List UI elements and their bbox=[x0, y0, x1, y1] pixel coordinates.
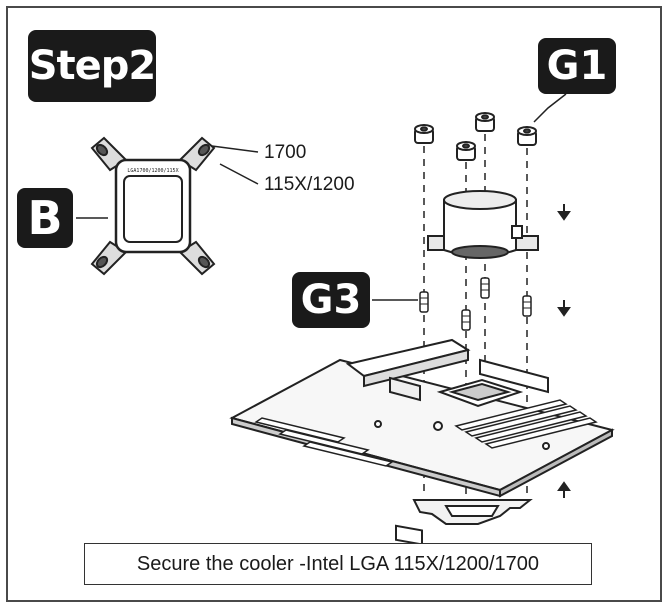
bracket-engraving: LGA1700/1200/115X bbox=[127, 168, 178, 174]
leader-115x bbox=[219, 163, 259, 185]
step-label: Step2 bbox=[28, 30, 156, 102]
arrow-up-icon bbox=[557, 481, 571, 498]
g3-standoffs bbox=[419, 277, 532, 331]
leader-1700 bbox=[211, 145, 259, 153]
nut bbox=[414, 124, 434, 144]
callout-b: B bbox=[17, 188, 73, 248]
motherboard bbox=[229, 338, 615, 546]
label-1700: 1700 bbox=[264, 142, 307, 163]
leader-g1 bbox=[533, 93, 567, 123]
nut bbox=[475, 112, 495, 132]
instruction-caption: Secure the cooler -Intel LGA 115X/1200/1… bbox=[84, 543, 592, 585]
callout-g1: G1 bbox=[538, 38, 616, 94]
arrow-down-icon bbox=[557, 300, 571, 317]
pump-head bbox=[427, 190, 539, 259]
label-115x-1200: 115X/1200 bbox=[264, 174, 355, 195]
nut bbox=[456, 141, 476, 161]
callout-g3: G3 bbox=[292, 272, 370, 328]
backplate bbox=[412, 499, 533, 525]
nut bbox=[517, 126, 537, 146]
arrow-down-icon bbox=[557, 204, 571, 221]
g1-nuts bbox=[414, 112, 537, 161]
intel-bracket bbox=[90, 136, 216, 276]
